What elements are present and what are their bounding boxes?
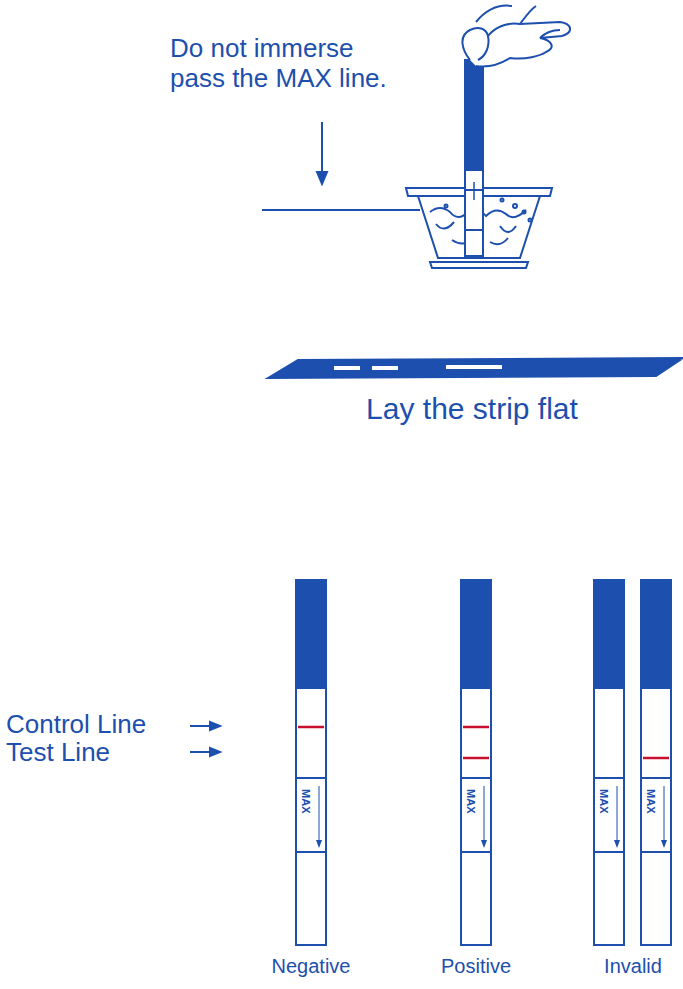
test-line — [643, 757, 669, 760]
max-arrowhead — [661, 840, 667, 848]
instruction-note: Do not immerse pass the MAX line. — [170, 34, 398, 94]
max-box-edge — [296, 851, 326, 853]
max-arrowhead — [316, 840, 322, 848]
control-line — [463, 726, 489, 729]
line-label: Test Line — [6, 738, 110, 768]
test-strip — [296, 580, 326, 945]
test-line — [463, 757, 489, 760]
max-box-edge — [641, 851, 671, 853]
test-strip — [594, 580, 624, 945]
max-box-edge — [641, 777, 671, 779]
strip-handle — [296, 580, 326, 688]
max-arrow — [319, 786, 320, 846]
line-label: Control Line — [6, 710, 146, 740]
max-box-edge — [461, 851, 491, 853]
max-mark: MAX — [598, 781, 611, 821]
max-arrowhead — [614, 840, 620, 848]
control-line — [298, 726, 324, 729]
result-label: Invalid — [604, 955, 662, 978]
test-strip — [461, 580, 491, 945]
max-arrow — [484, 786, 485, 846]
test-strip — [641, 580, 671, 945]
result-label: Negative — [272, 955, 351, 978]
max-box-edge — [461, 777, 491, 779]
max-box-edge — [594, 851, 624, 853]
strip-handle — [641, 580, 671, 688]
result-label: Positive — [441, 955, 511, 978]
max-mark: MAX — [300, 781, 313, 821]
max-box-edge — [594, 777, 624, 779]
max-arrow — [617, 786, 618, 846]
max-arrow — [664, 786, 665, 846]
strip-handle — [594, 580, 624, 688]
step-caption: Lay the strip flat — [366, 392, 578, 427]
max-box-edge — [296, 777, 326, 779]
max-mark: MAX — [645, 781, 658, 821]
strip-handle — [461, 580, 491, 688]
max-mark: MAX — [465, 781, 478, 821]
max-arrowhead — [481, 840, 487, 848]
